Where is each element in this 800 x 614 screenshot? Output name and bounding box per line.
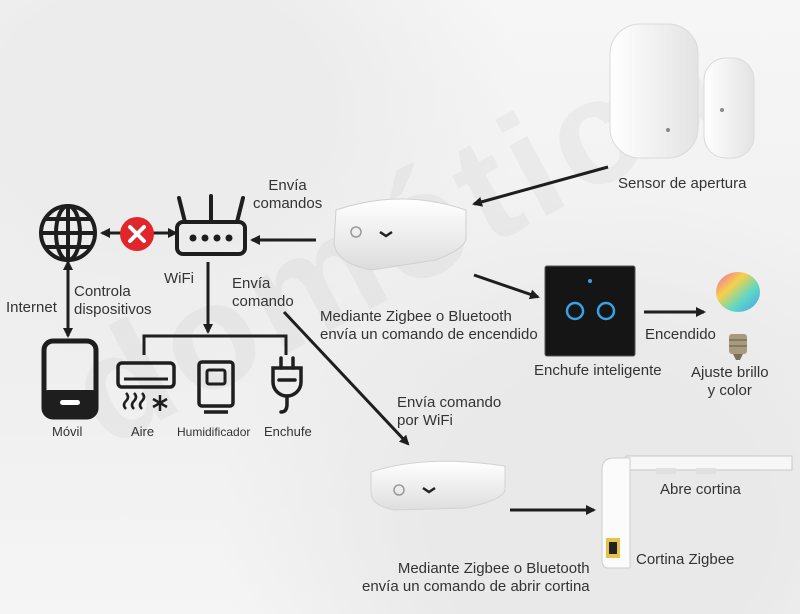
router-icon (175, 194, 247, 256)
door-sensor-icon (609, 23, 755, 159)
label-internet: Internet (6, 299, 57, 316)
label-sensor-apertura: Sensor de apertura (618, 175, 747, 192)
humidifier-icon (197, 360, 235, 414)
hub-icon (370, 460, 506, 511)
air-conditioner-icon (116, 361, 176, 411)
hub-icon (333, 198, 467, 271)
plug-icon (271, 356, 303, 414)
curtain-motor-icon (601, 455, 793, 569)
label-abre-cortina: Abre cortina (660, 481, 741, 498)
globe-icon (39, 204, 97, 262)
label-wifi: WiFi (164, 270, 194, 287)
blocked-icon (120, 217, 154, 251)
label-humidificador: Humidificador (177, 425, 251, 439)
rgb-bulb-icon (716, 272, 760, 360)
smart-switch-icon (544, 265, 636, 357)
label-aire: Aire (131, 424, 155, 439)
label-enchufe-inteligente: Enchufe inteligente (534, 362, 662, 379)
label-enchufe: Enchufe (264, 424, 312, 439)
label-encendido: Encendido (645, 326, 716, 343)
label-movil: Móvil (52, 424, 83, 439)
phone-icon (41, 338, 99, 420)
label-cortina-zigbee: Cortina Zigbee (636, 551, 735, 568)
